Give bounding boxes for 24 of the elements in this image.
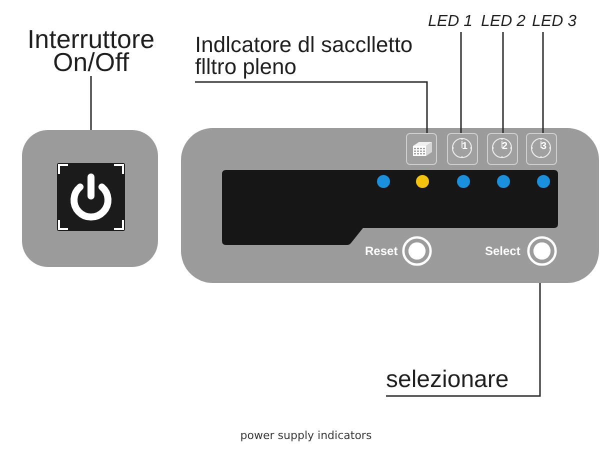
led-number: 1 — [462, 142, 468, 152]
leader-line — [195, 81, 428, 133]
caption: power supply indicators — [240, 429, 372, 443]
indicator-tile — [406, 133, 437, 165]
leader-line — [502, 32, 504, 133]
button-label: Reset — [365, 244, 398, 258]
leader-line — [542, 32, 544, 133]
callout-label: Interruttore On/Off — [21, 28, 161, 76]
indicator-tile — [447, 133, 478, 165]
leader-line — [386, 283, 541, 397]
button-label: Select — [485, 244, 520, 258]
indicator-tile — [487, 133, 518, 165]
led-label: LED 3 — [532, 12, 579, 32]
led-label: LED 1 — [428, 12, 475, 32]
leader-line — [90, 76, 92, 130]
led-label: LED 2 — [481, 12, 528, 32]
led-number: 2 — [502, 142, 508, 152]
power-switch-panel — [22, 130, 158, 267]
leader-line — [460, 32, 462, 133]
control-panel — [181, 128, 599, 283]
led-number: 3 — [541, 142, 547, 152]
indicator-tile — [526, 133, 557, 165]
callout-label: selezionare — [386, 366, 516, 396]
callout-label: Indlcatore dl sacclletto flltro pleno — [195, 34, 429, 82]
